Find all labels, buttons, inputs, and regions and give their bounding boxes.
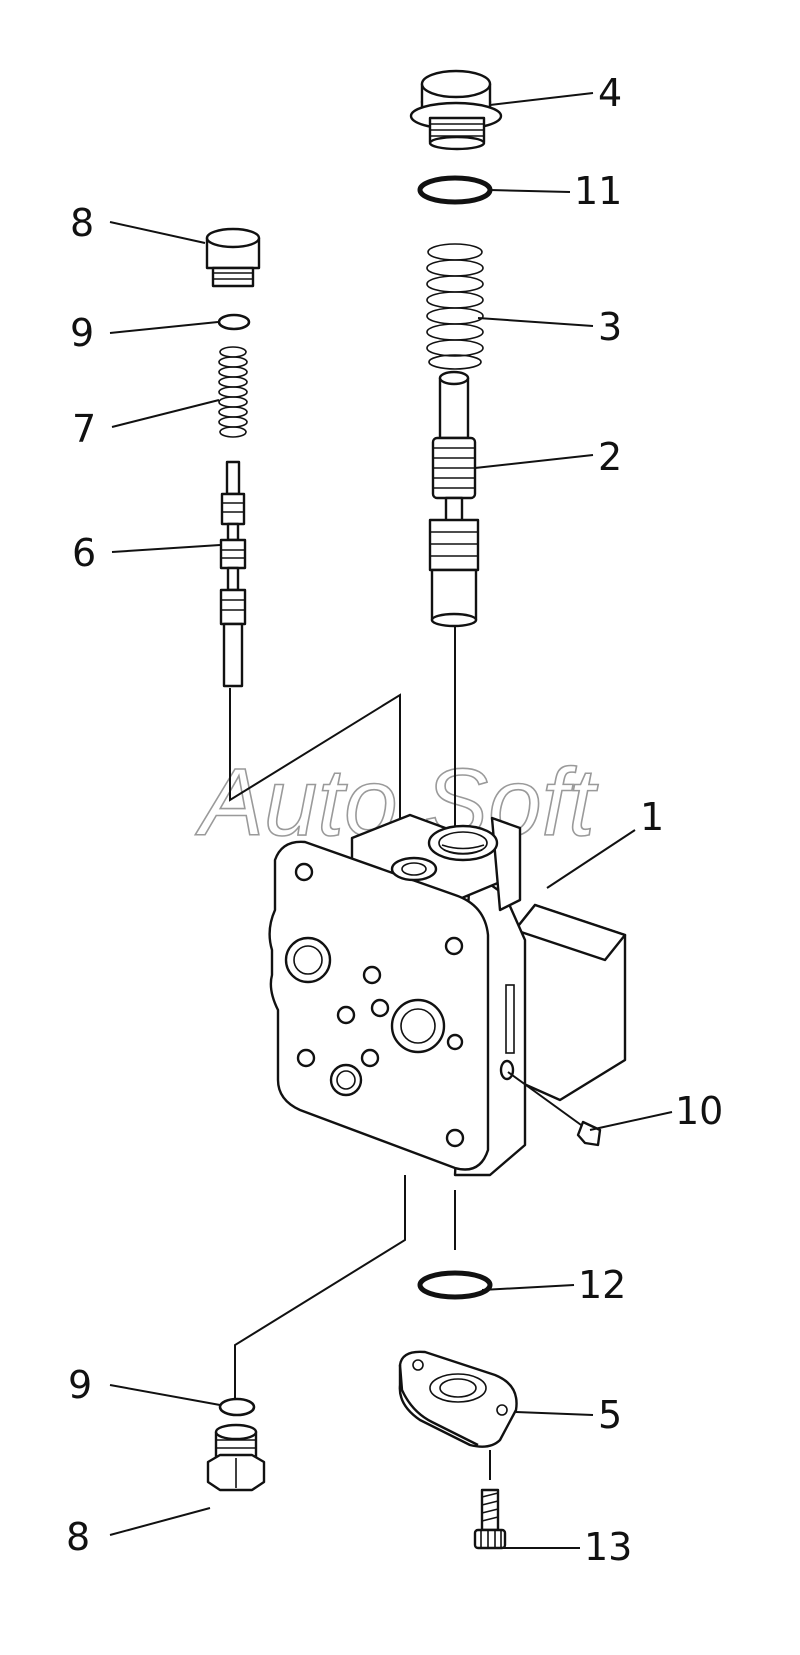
label-part-7: 7 — [72, 407, 96, 451]
spool-part-2 — [428, 370, 480, 628]
label-part-8-bottom: 8 — [66, 1515, 90, 1559]
spool-part-6 — [219, 460, 247, 688]
valve-body-part-1 — [268, 813, 627, 1177]
plug-part-8-bottom — [206, 1423, 266, 1492]
label-part-12: 12 — [578, 1263, 626, 1307]
o-ring-part-9-top — [217, 313, 251, 331]
flange-part-5 — [398, 1350, 518, 1448]
label-part-2: 2 — [598, 435, 622, 479]
spring-part-3 — [426, 243, 484, 370]
label-part-10: 10 — [675, 1089, 723, 1133]
spring-part-7 — [218, 346, 248, 438]
o-ring-part-12 — [417, 1270, 493, 1300]
part-labels: 4 11 3 2 1 10 12 5 13 8 9 7 6 9 8 — [66, 71, 723, 1569]
label-part-11: 11 — [574, 169, 622, 213]
leader-lines — [109, 92, 673, 1549]
label-part-13: 13 — [584, 1525, 632, 1569]
label-part-9-bottom: 9 — [68, 1363, 92, 1407]
bolt-part-13 — [473, 1488, 507, 1550]
label-part-1: 1 — [640, 795, 664, 839]
label-part-5: 5 — [598, 1393, 622, 1437]
label-part-6: 6 — [72, 531, 96, 575]
label-part-4: 4 — [598, 71, 622, 115]
plug-part-4 — [409, 69, 503, 151]
plug-part-8-top — [205, 227, 261, 288]
o-ring-part-9-bottom — [218, 1397, 256, 1417]
label-part-3: 3 — [598, 305, 622, 349]
o-ring-part-11 — [417, 175, 493, 205]
label-part-8-top: 8 — [70, 201, 94, 245]
assembly-lines — [229, 625, 491, 1480]
label-part-9-top: 9 — [70, 311, 94, 355]
